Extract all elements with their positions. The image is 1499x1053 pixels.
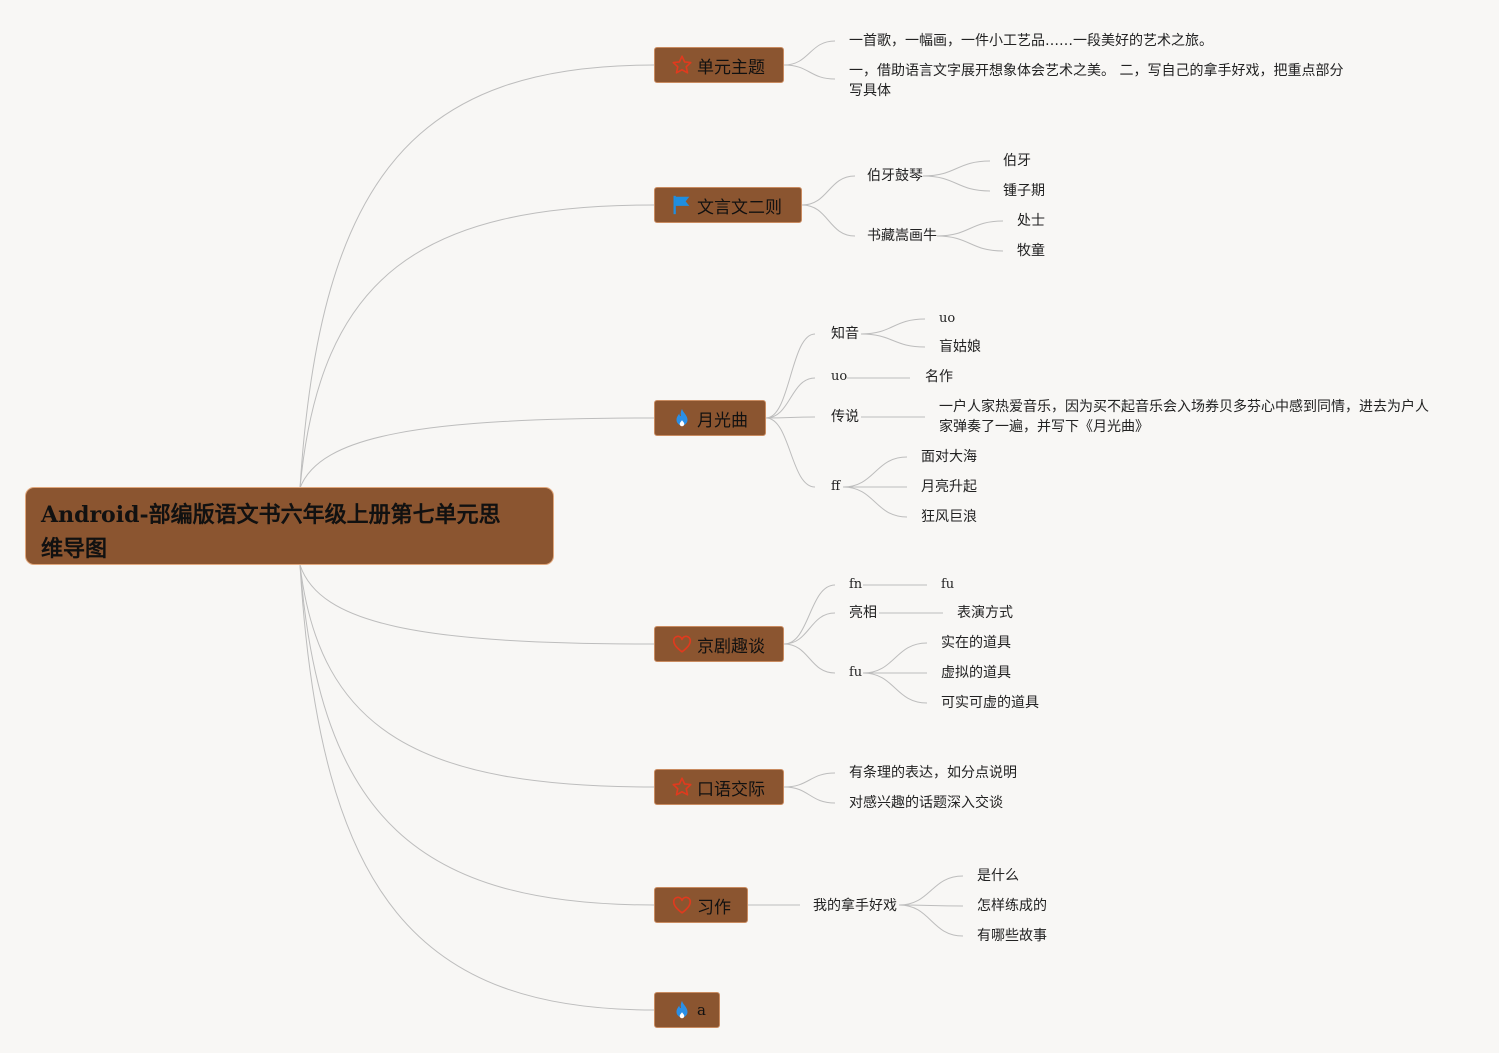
star-outline-icon (671, 54, 693, 76)
leaf-node[interactable]: fu (941, 577, 955, 592)
branch-writing[interactable]: 习作 (654, 887, 748, 923)
leaf-node[interactable]: 面对大海 (921, 449, 977, 465)
subtopic-node[interactable]: 亮相 (849, 605, 877, 621)
subtopic-node[interactable]: fu (849, 665, 863, 680)
leaf-node[interactable]: 狂风巨浪 (921, 509, 977, 525)
leaf-node[interactable]: 牧童 (1017, 243, 1045, 259)
subtopic-node[interactable]: fn (849, 577, 863, 592)
leaf-line: 家弹奏了一遍，并写下《月光曲》 (939, 419, 1149, 435)
leaf-node[interactable]: 可实可虚的道具 (941, 695, 1039, 711)
leaf-node[interactable]: uo (939, 311, 956, 326)
branch-peking-opera[interactable]: 京剧趣谈 (654, 626, 784, 662)
branch-moonlight-sonata[interactable]: 月光曲 (654, 400, 766, 436)
leaf-node[interactable]: 实在的道具 (941, 635, 1011, 651)
leaf-node[interactable]: 表演方式 (957, 605, 1013, 621)
leaf-node[interactable]: 处士 (1017, 213, 1045, 229)
leaf-line: 一，借助语言文字展开想象体会艺术之美。 二，写自己的拿手好戏，把重点部分 (849, 63, 1344, 79)
subtopic-node[interactable]: 书藏嵩画牛 (867, 228, 937, 244)
subtopic-node[interactable]: 传说 (831, 409, 859, 425)
subtopic-node[interactable]: 知音 (831, 326, 859, 342)
leaf-node[interactable]: 对感兴趣的话题深入交谈 (849, 795, 1003, 811)
leaf-node[interactable]: 是什么 (977, 868, 1019, 884)
leaf-node[interactable]: 盲姑娘 (939, 339, 981, 355)
branch-label: 单元主题 (697, 57, 765, 78)
branch-label: 京剧趣谈 (697, 636, 765, 657)
flag-icon (671, 194, 693, 216)
root-title-line2: 维导图 (41, 536, 108, 562)
branch-label: 月光曲 (697, 410, 748, 431)
leaf-node[interactable]: 名作 (925, 369, 953, 385)
leaf-node[interactable]: 有哪些故事 (977, 928, 1047, 944)
root-node[interactable]: Android-部编版语文书六年级上册第七单元思 维导图 (25, 487, 554, 565)
leaf-node[interactable]: 虚拟的道具 (941, 665, 1011, 681)
branch-oral-communication[interactable]: 口语交际 (654, 769, 784, 805)
subtopic-node[interactable]: 伯牙鼓琴 (867, 168, 923, 184)
leaf-node[interactable]: 月亮升起 (921, 479, 977, 495)
branch-a[interactable]: a (654, 992, 720, 1028)
flame-icon (671, 999, 693, 1021)
leaf-node[interactable]: 伯牙 (1003, 153, 1031, 169)
branch-label: 文言文二则 (697, 197, 782, 218)
leaf-node[interactable]: 一户人家热爱音乐，因为买不起音乐会入场券贝多芬心中感到同情，进去为户人 家弹奏了… (939, 397, 1429, 437)
leaf-line: 写具体 (849, 83, 891, 99)
branch-classical-texts[interactable]: 文言文二则 (654, 187, 802, 223)
heart-outline-icon (671, 633, 693, 655)
root-title-line1: Android-部编版语文书六年级上册第七单元思 (41, 502, 501, 528)
branch-label: a (697, 1001, 706, 1019)
leaf-node[interactable]: 有条理的表达，如分点说明 (849, 765, 1017, 781)
leaf-node[interactable]: 一首歌，一幅画，一件小工艺品……一段美好的艺术之旅。 (849, 33, 1213, 49)
leaf-line: 一户人家热爱音乐，因为买不起音乐会入场券贝多芬心中感到同情，进去为户人 (939, 399, 1429, 415)
leaf-node[interactable]: 怎样练成的 (977, 898, 1047, 914)
branch-label: 习作 (697, 897, 731, 918)
subtopic-node[interactable]: 我的拿手好戏 (813, 898, 897, 914)
branch-unit-theme[interactable]: 单元主题 (654, 47, 784, 83)
leaf-node[interactable]: 一，借助语言文字展开想象体会艺术之美。 二，写自己的拿手好戏，把重点部分 写具体 (849, 61, 1343, 101)
flame-icon (671, 407, 693, 429)
subtopic-node[interactable]: ff (831, 479, 841, 494)
subtopic-node[interactable]: uo (831, 369, 848, 384)
leaf-node[interactable]: 锺子期 (1003, 183, 1045, 199)
star-outline-icon (671, 776, 693, 798)
branch-label: 口语交际 (697, 779, 765, 800)
heart-outline-icon (671, 894, 693, 916)
